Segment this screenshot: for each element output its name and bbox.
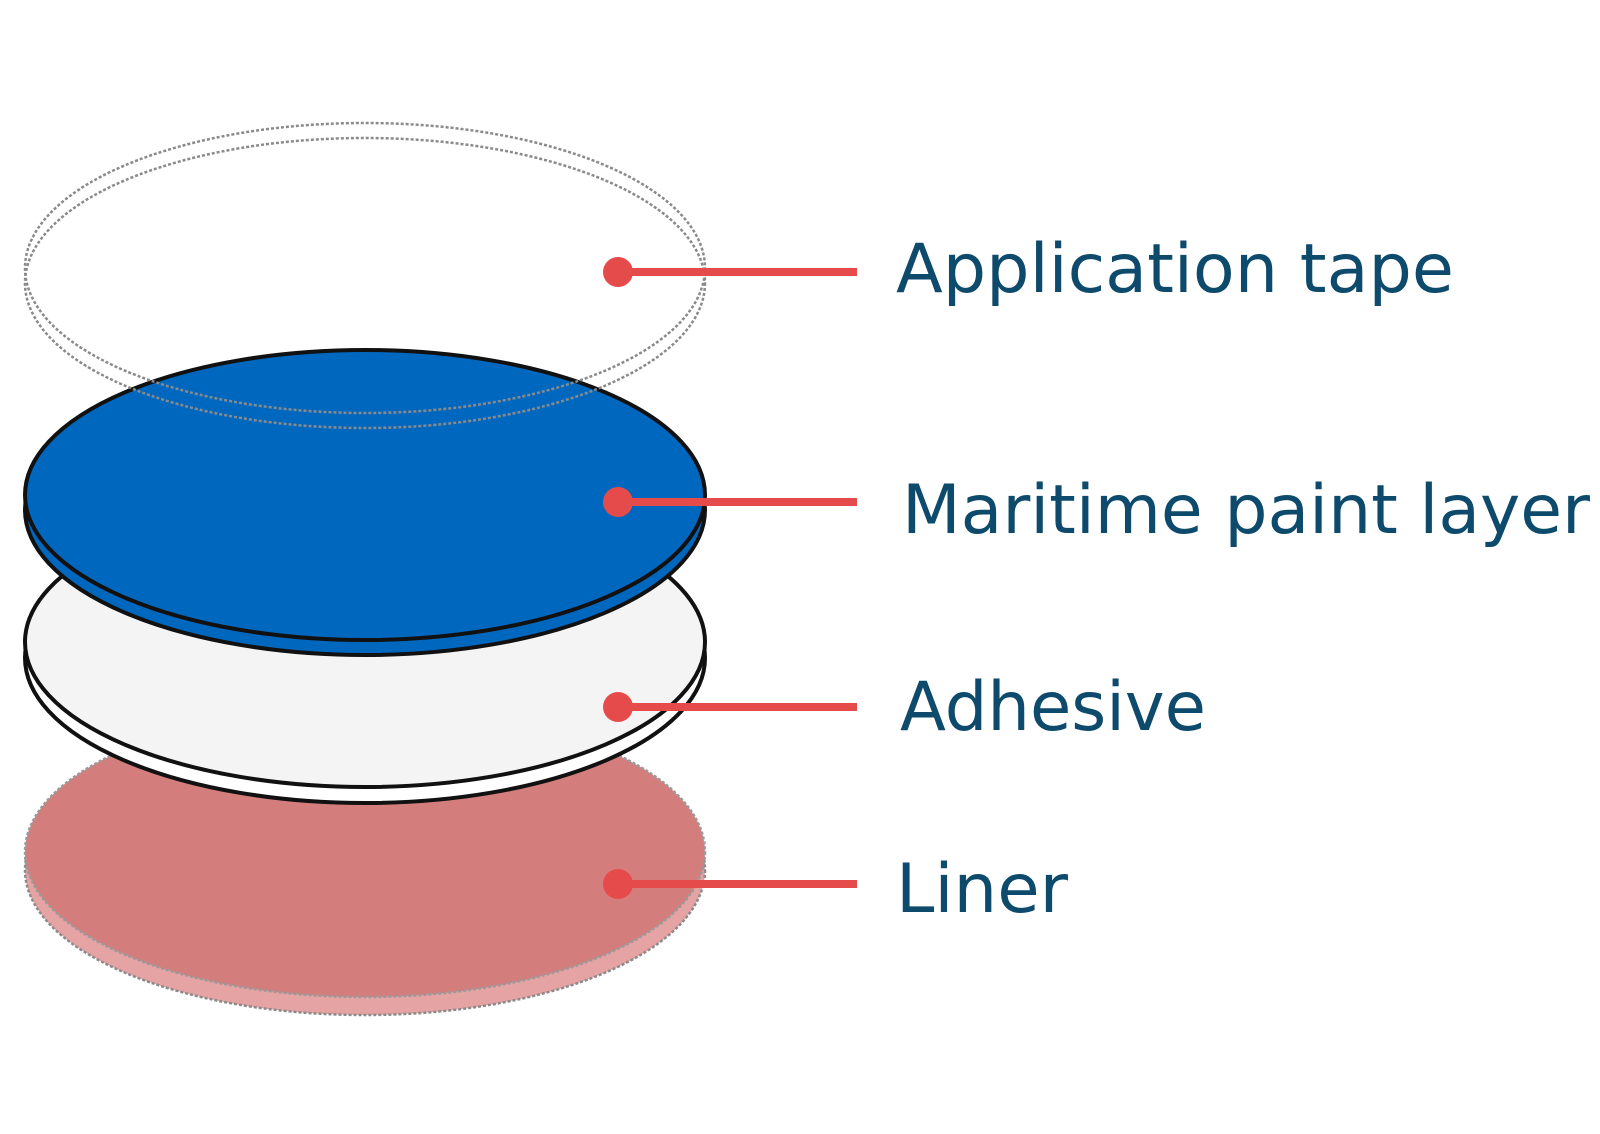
leader-dot bbox=[603, 257, 633, 287]
leader-maritime-paint-layer bbox=[603, 487, 857, 517]
leader-liner bbox=[603, 869, 857, 899]
application-tape-disc-edge bbox=[23, 136, 707, 430]
maritime-paint-disc bbox=[23, 348, 707, 657]
leader-application-tape bbox=[603, 257, 857, 287]
maritime-paint-disc-top bbox=[23, 348, 707, 642]
label-application-tape: Application tape bbox=[896, 230, 1454, 309]
label-adhesive: Adhesive bbox=[900, 668, 1206, 747]
label-maritime-paint-layer: Maritime paint layer bbox=[902, 471, 1590, 550]
leader-dot bbox=[603, 692, 633, 722]
leader-adhesive bbox=[603, 692, 857, 722]
label-liner: Liner bbox=[896, 850, 1068, 929]
leader-dot bbox=[603, 869, 633, 899]
leader-dot bbox=[603, 487, 633, 517]
